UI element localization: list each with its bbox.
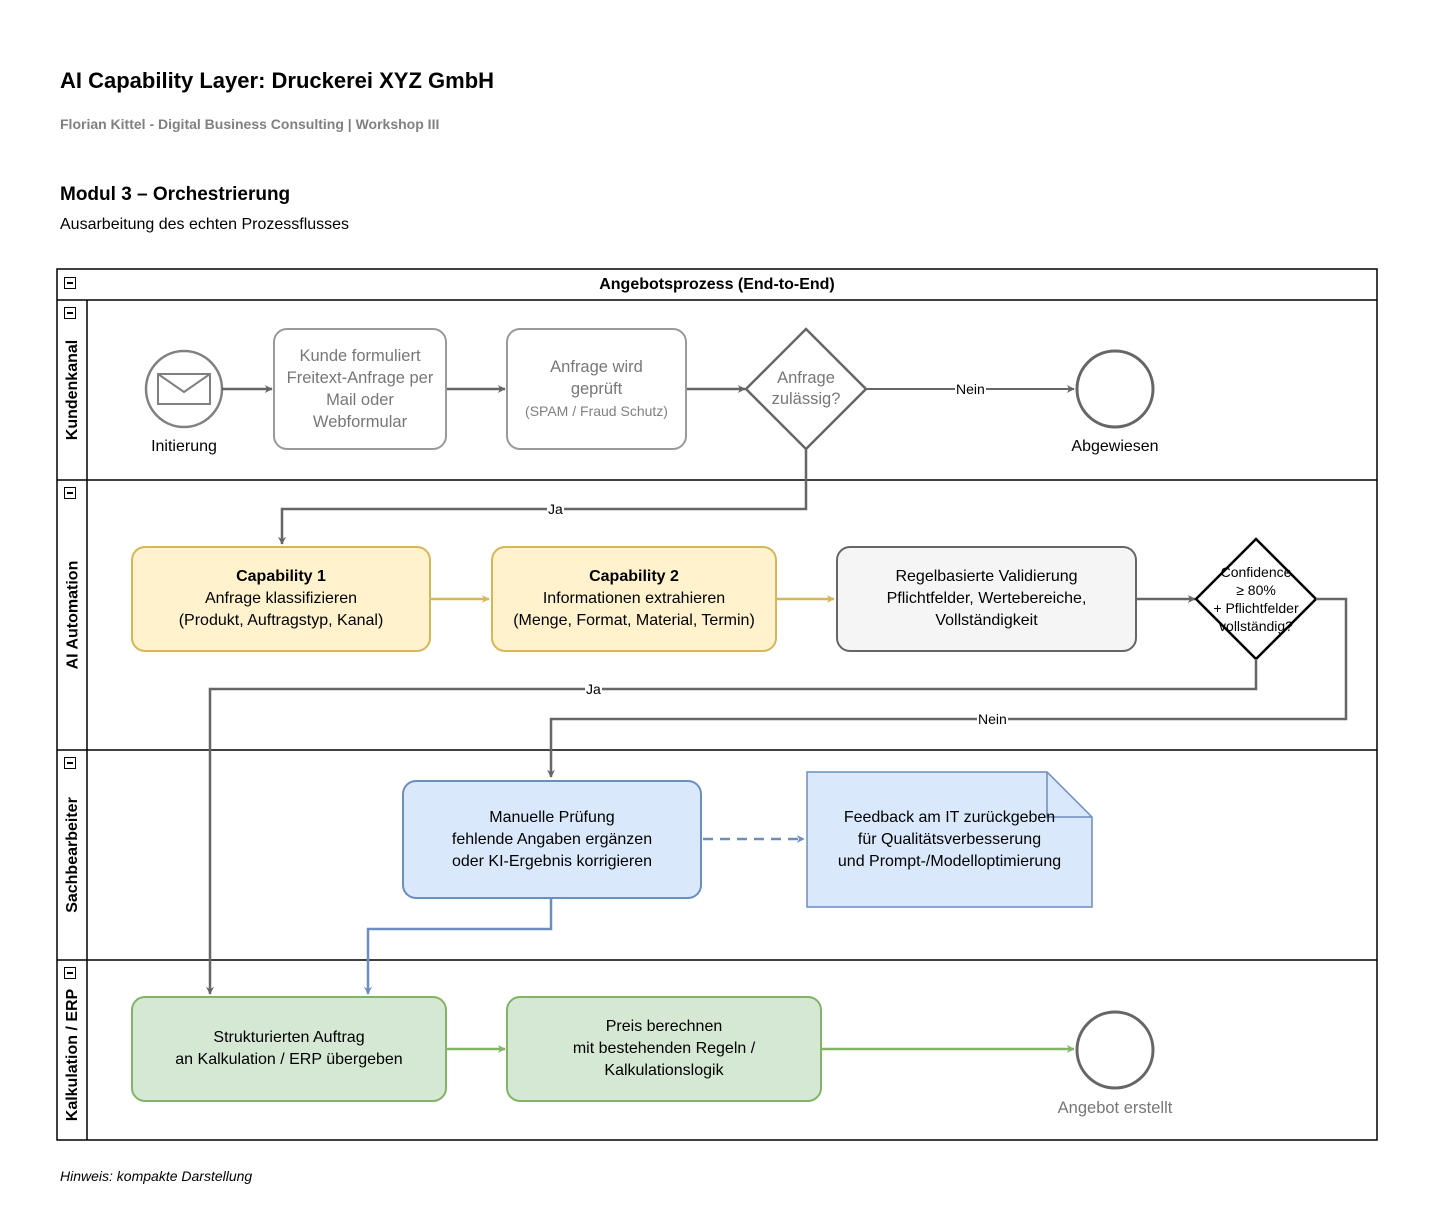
flow-confidence-no xyxy=(547,597,1348,778)
end-event-label: Angebot erstellt xyxy=(1057,1099,1173,1117)
edge-label-yes: Ja xyxy=(547,501,564,517)
task-handover-erp[interactable]: Strukturierten Auftrag an Kalkulation / … xyxy=(131,996,447,1102)
pool-title: Angebotsprozess (End-to-End) xyxy=(599,276,835,293)
edge-label-yes: Ja xyxy=(585,681,602,697)
lane-label-kalkulation-erp: Kalkulation / ERP xyxy=(64,988,81,1122)
collapse-lane-button[interactable] xyxy=(64,307,76,319)
lane-label-kundenkanal: Kundenkanal xyxy=(64,339,81,441)
task-check-request[interactable]: Anfrage wird geprüft (SPAM / Fraud Schut… xyxy=(506,328,687,450)
gateway-admissible-label[interactable]: Anfrage zulässig? xyxy=(771,369,841,408)
flow-review-to-handover xyxy=(364,899,553,995)
gateway-confidence-label[interactable]: Confidence ≥ 80% + Pflichtfelder vollstä… xyxy=(1213,564,1299,634)
collapse-lane-button[interactable] xyxy=(64,487,76,499)
collapse-lane-button[interactable] xyxy=(64,967,76,979)
collapse-lane-button[interactable] xyxy=(64,757,76,769)
lane-label-sachbearbeiter: Sachbearbeiter xyxy=(64,797,82,913)
offer-end-event xyxy=(1075,1010,1155,1090)
task-calculate-price[interactable]: Preis berechnen mit bestehenden Regeln /… xyxy=(506,996,822,1102)
start-event-label: Initierung xyxy=(151,438,217,455)
pool-frame xyxy=(56,268,1378,1141)
edge-label-no: Nein xyxy=(977,711,1008,727)
task-rule-validation[interactable]: Regelbasierte Validierung Pflichtfelder,… xyxy=(836,546,1137,652)
rejected-event-label: Abgewiesen xyxy=(1071,438,1159,455)
task-capability-2[interactable]: Capability 2 Informationen extrahieren (… xyxy=(491,546,777,652)
feedback-note[interactable]: Feedback am IT zurückgeben für Qualitäts… xyxy=(837,809,1062,870)
edge-label-no: Nein xyxy=(955,381,986,397)
task-manual-review[interactable]: Manuelle Prüfung fehlende Angaben ergänz… xyxy=(402,780,702,899)
collapse-pool-button[interactable] xyxy=(64,277,76,289)
feedback-note-shape xyxy=(806,771,1093,908)
footnote: Hinweis: kompakte Darstellung xyxy=(60,1168,253,1184)
page-subtitle: Florian Kittel - Digital Business Consul… xyxy=(60,116,440,132)
module-title: Modul 3 – Orchestrierung xyxy=(60,184,291,205)
task-capability-1[interactable]: Capability 1 Anfrage klassifizieren (Pro… xyxy=(131,546,431,652)
flow-gateway-yes xyxy=(278,449,808,545)
lane-label-ai-automation: AI Automation xyxy=(64,560,82,670)
note-fold xyxy=(1046,772,1092,818)
task-customer-request[interactable]: Kunde formuliert Freitext-Anfrage per Ma… xyxy=(273,328,447,450)
rejected-end-event xyxy=(1075,349,1155,429)
module-description: Ausarbeitung des echten Prozessflusses xyxy=(60,216,350,233)
page-title: AI Capability Layer: Druckerei XYZ GmbH xyxy=(60,68,495,93)
envelope-flap xyxy=(157,373,211,394)
flow-confidence-yes xyxy=(206,659,1258,995)
